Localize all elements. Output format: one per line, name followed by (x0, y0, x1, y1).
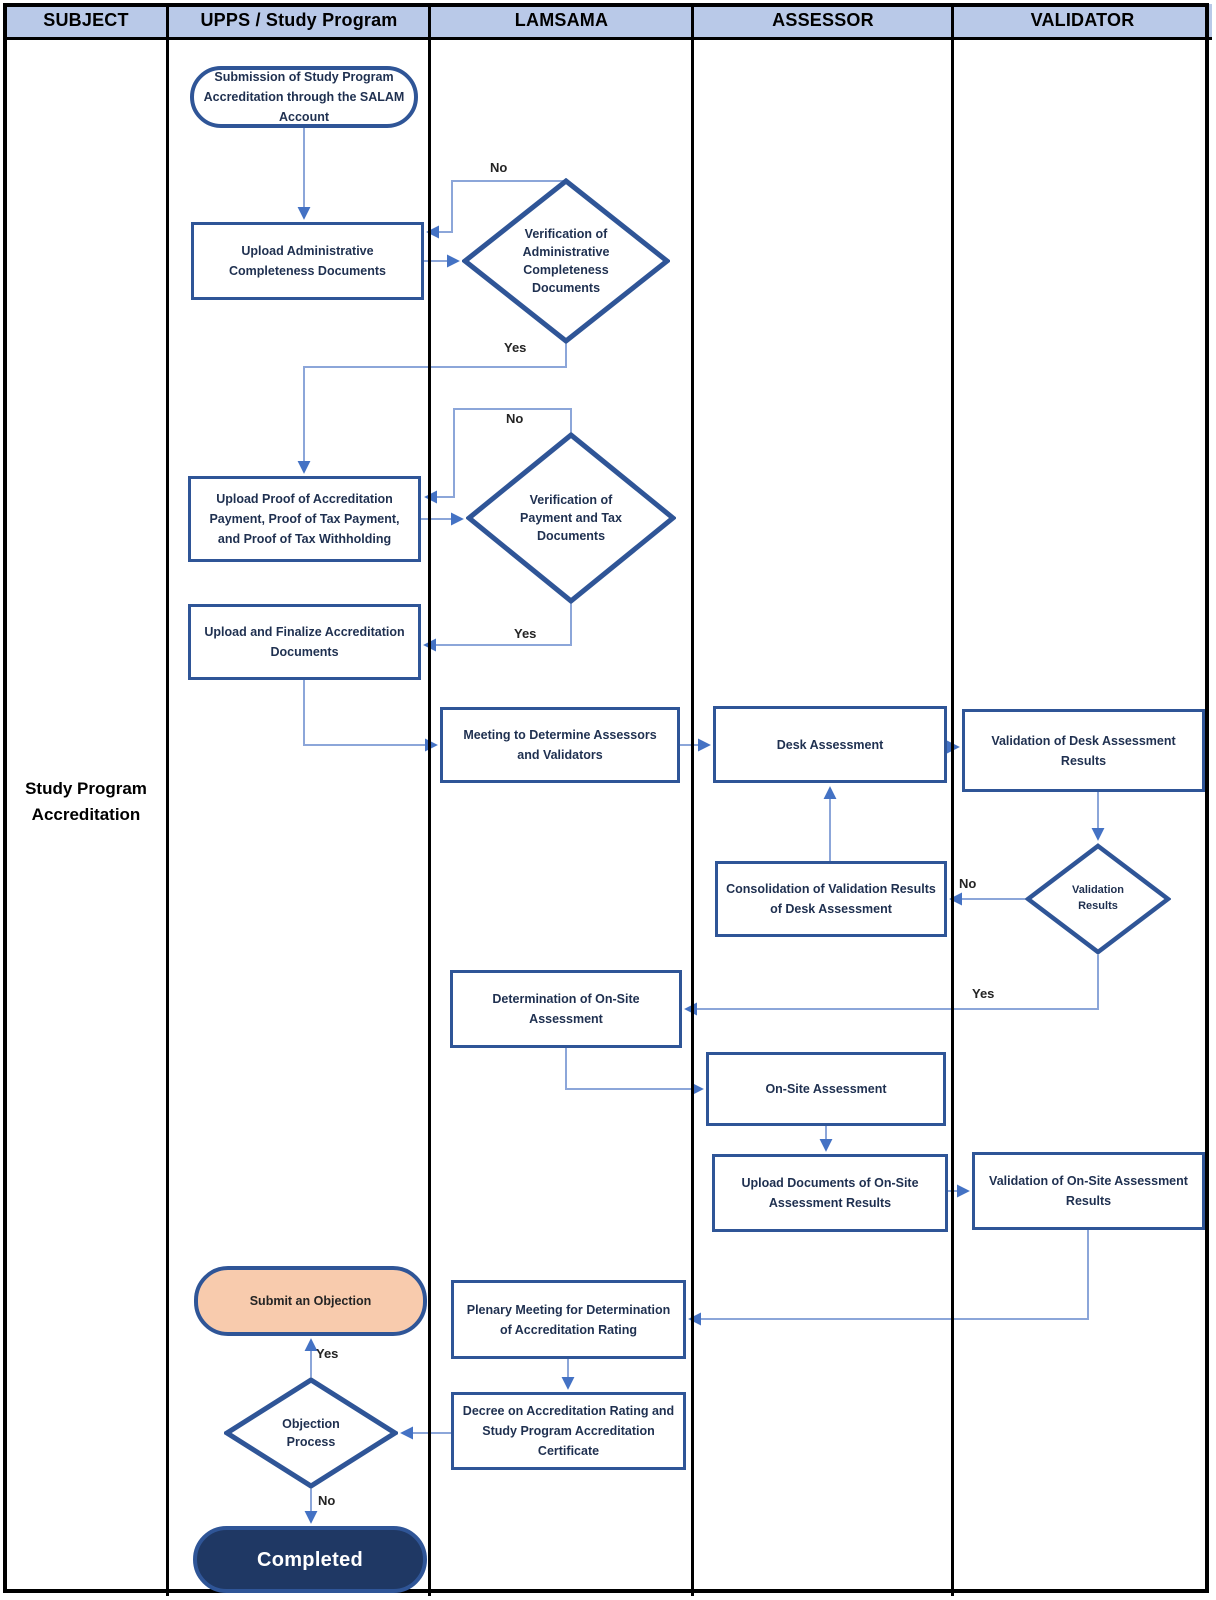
node-desk-assessment: Desk Assessment (713, 706, 947, 783)
label-no-admin: No (490, 160, 508, 175)
subject-label: Study Program Accreditation (25, 779, 147, 824)
diamond-verify-admin-label: Verification of Administrative Completen… (522, 226, 610, 296)
diagram-border (3, 3, 1209, 1593)
edge-verify-payment-yes (423, 604, 572, 652)
edge-finalize-to-meeting (303, 680, 438, 752)
label-no-validation: No (959, 876, 977, 891)
edge-verify-payment-no (424, 408, 572, 504)
node-plenary-meeting: Plenary Meeting for Determination of Acc… (451, 1280, 686, 1359)
node-determination-onsite: Determination of On-Site Assessment (450, 970, 682, 1048)
header-validator: VALIDATOR (953, 4, 1212, 40)
node-upload-finalize-docs: Upload and Finalize Accreditation Docume… (188, 604, 421, 680)
label-no-objection: No (318, 1493, 336, 1508)
edge-verify-admin-yes (297, 344, 567, 474)
header-upps: UPPS / Study Program (168, 4, 430, 40)
diamond-validation-results: Validation Results (1025, 843, 1171, 955)
edge-results-yes-to-determination (684, 955, 1099, 1016)
node-onsite-assessment: On-Site Assessment (706, 1052, 946, 1126)
node-submission-start: Submission of Study Program Accreditatio… (190, 66, 418, 128)
header-assessor: ASSESSOR (693, 4, 953, 40)
label-yes-payment: Yes (514, 626, 537, 641)
lane-divider-2 (428, 4, 431, 1596)
node-submit-objection: Submit an Objection (194, 1266, 427, 1336)
label-yes-validation: Yes (972, 986, 995, 1001)
label-yes-admin: Yes (504, 340, 527, 355)
lane-divider-4 (951, 4, 954, 1596)
node-upload-admin-docs: Upload Administrative Completeness Docum… (191, 222, 424, 300)
diamond-validation-results-label: Validation Results (1072, 884, 1124, 912)
node-decree: Decree on Accreditation Rating and Study… (451, 1392, 686, 1470)
node-meeting-assessors: Meeting to Determine Assessors and Valid… (440, 707, 680, 783)
lane-divider-1 (166, 4, 169, 1596)
diamond-objection-label: Objection Process (282, 1416, 340, 1449)
header-subject: SUBJECT (4, 4, 168, 40)
node-consolidation: Consolidation of Validation Results of D… (715, 861, 947, 937)
edge-determination-to-onsite (565, 1048, 704, 1096)
diamond-objection-process: Objection Process (224, 1377, 398, 1489)
diamond-verify-admin-docs: Verification of Administrative Completen… (462, 178, 670, 344)
lane-divider-3 (691, 4, 694, 1596)
node-validation-desk: Validation of Desk Assessment Results (962, 709, 1205, 792)
label-no-payment: No (506, 411, 524, 426)
node-completed: Completed (193, 1526, 427, 1593)
edge-verify-admin-no (426, 180, 566, 239)
node-upload-payment-proof: Upload Proof of Accreditation Payment, P… (188, 476, 421, 562)
node-upload-onsite-docs: Upload Documents of On-Site Assessment R… (712, 1154, 948, 1232)
edge-validation-onsite-to-plenary (688, 1230, 1089, 1326)
node-validation-onsite: Validation of On-Site Assessment Results (972, 1152, 1205, 1230)
diamond-verify-payment: Verification of Payment and Tax Document… (466, 432, 676, 604)
header-lamsama: LAMSAMA (430, 4, 693, 40)
diamond-verify-payment-label: Verification of Payment and Tax Document… (520, 492, 622, 544)
label-yes-objection: Yes (316, 1346, 339, 1361)
